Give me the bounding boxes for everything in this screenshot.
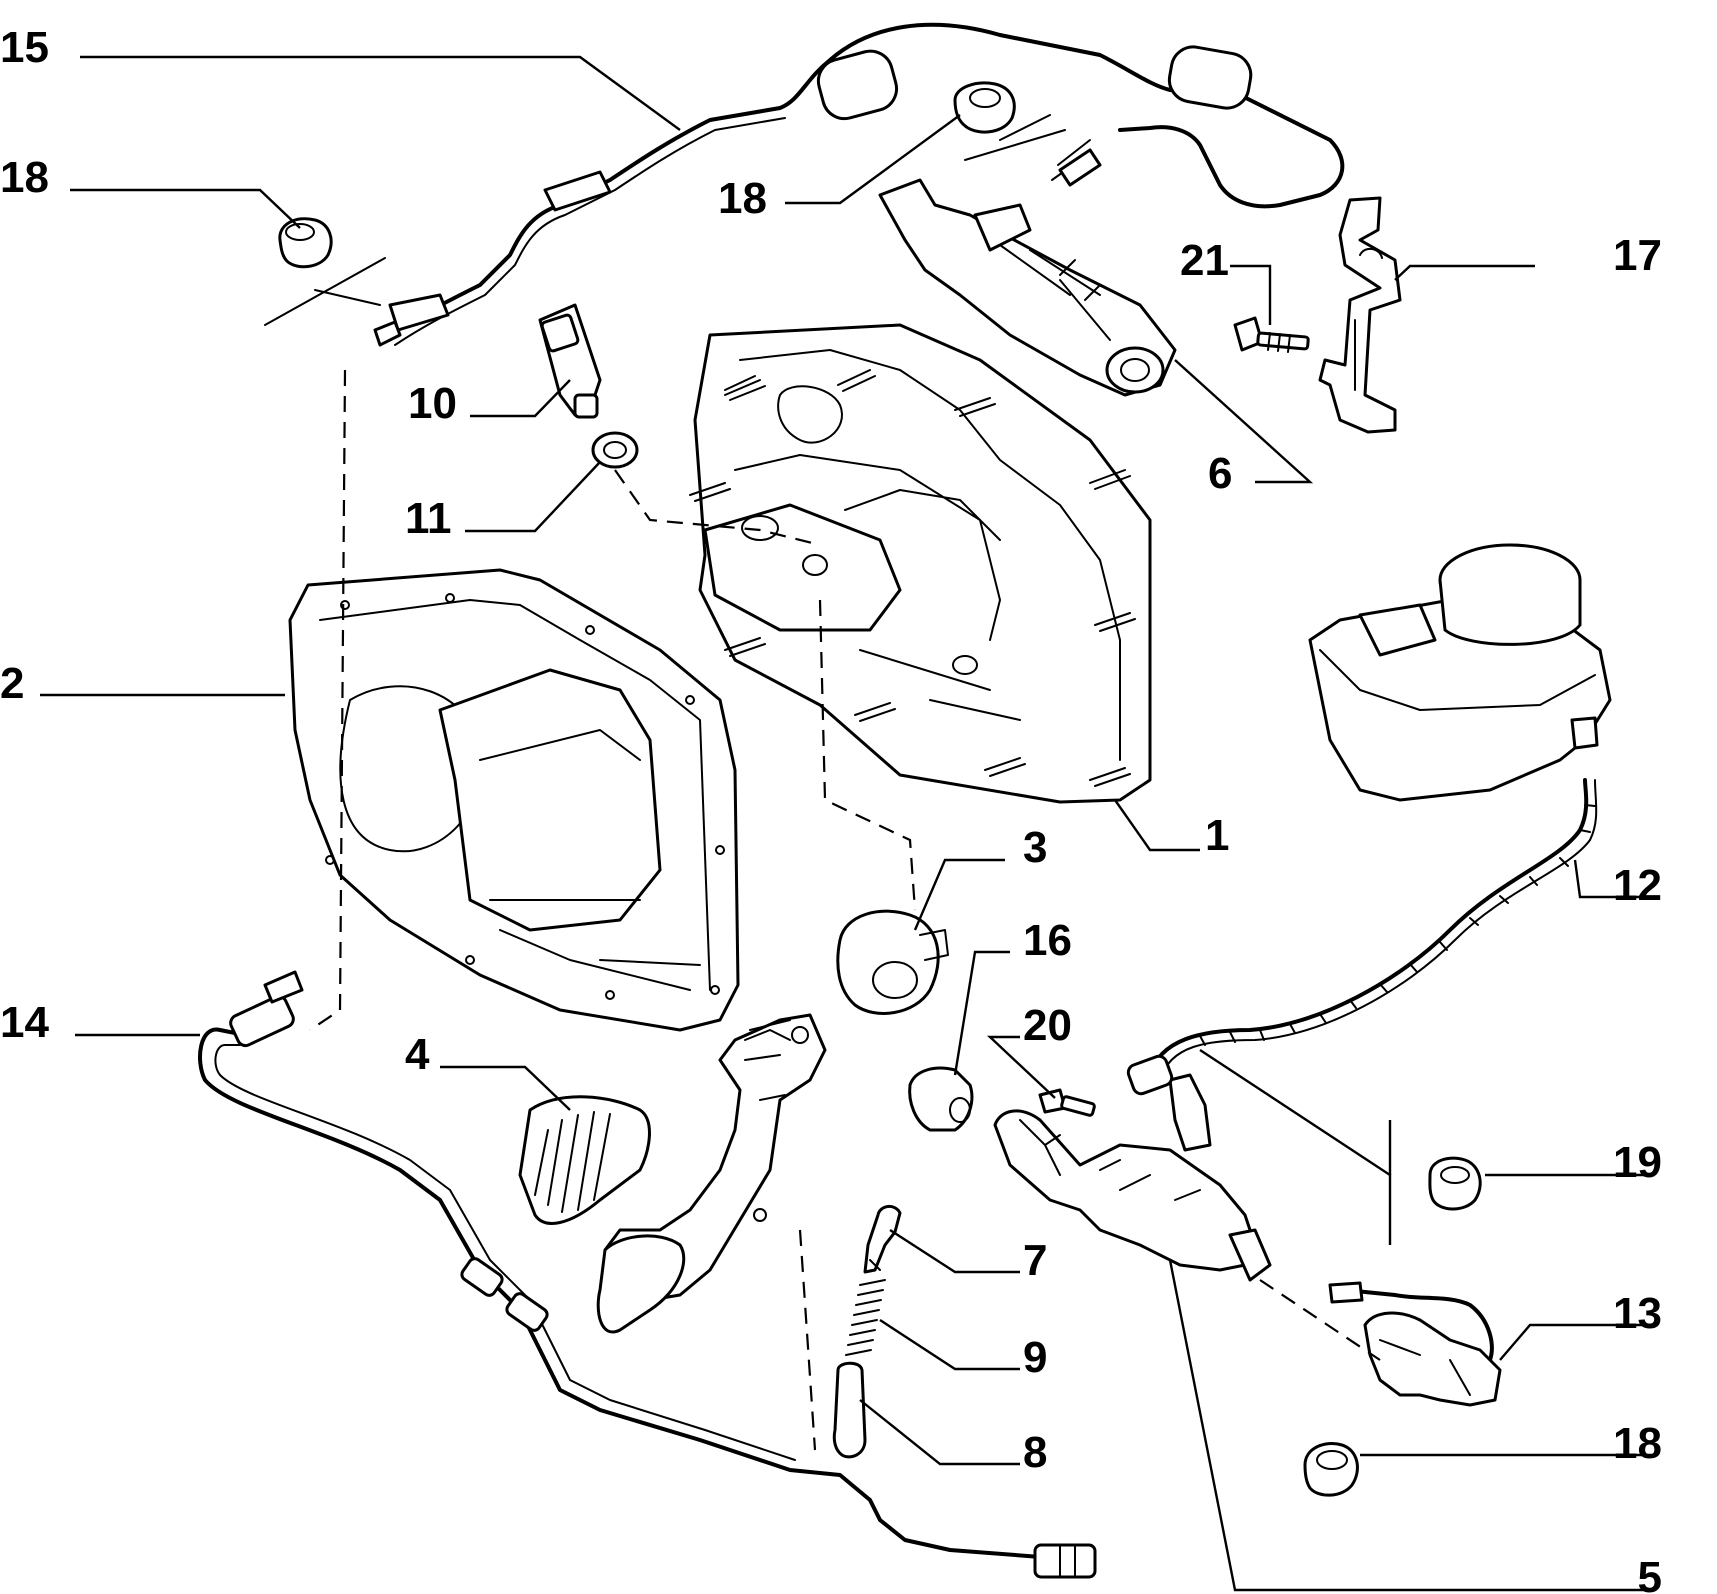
callout-5: 5 [1638, 1553, 1662, 1594]
part-9-spring [845, 1279, 886, 1356]
callout-17: 17 [1613, 231, 1662, 280]
part-12-flexible-hose [1126, 778, 1598, 1096]
callout-15: 15 [0, 23, 49, 72]
fluid-reservoir [1308, 543, 1612, 802]
callout-18-upper-left: 18 [0, 153, 49, 202]
part-2-cover-plate [288, 568, 740, 1032]
callout-11: 11 [405, 494, 452, 543]
callout-12: 12 [1613, 861, 1662, 910]
callout-18-lower-right: 18 [1613, 1419, 1662, 1468]
callout-20: 20 [1023, 1001, 1072, 1050]
callout-18-upper-center: 18 [718, 174, 767, 223]
leader-lines [40, 55, 1655, 1592]
part-19-grommet [1428, 1156, 1482, 1211]
part-18-bushing-upper-left [278, 217, 333, 269]
callout-8: 8 [1023, 1428, 1047, 1477]
part-20-screw [1038, 1088, 1096, 1117]
part-11-seal-ring [591, 431, 639, 469]
part-18-bushing-lower-right [1303, 1442, 1359, 1497]
callout-labels: 15 18 18 21 17 10 11 6 2 1 3 12 16 20 14… [0, 23, 1662, 1594]
part-16-spacer [908, 1066, 974, 1132]
part-18-bushing-upper-center [953, 81, 1016, 134]
part-1-pedal-support [689, 323, 1152, 804]
callout-3: 3 [1023, 823, 1047, 872]
callout-9: 9 [1023, 1333, 1047, 1382]
part-14-lower-hydraulic-pipe [198, 970, 1097, 1579]
part-3-pivot-bushing [836, 909, 949, 1015]
part-8-rod-end [832, 1361, 867, 1459]
part-6-master-cylinder [878, 178, 1177, 397]
callout-2: 2 [0, 659, 24, 708]
callout-14: 14 [0, 998, 49, 1047]
callout-19: 19 [1613, 1138, 1662, 1187]
cut-mark-center [964, 114, 1066, 161]
callout-16: 16 [1023, 916, 1072, 965]
part-10-pedal-sensor [538, 303, 602, 419]
assembly-dashed-lines [309, 369, 1381, 1451]
part-13-fitting [1328, 1281, 1502, 1407]
part-17-bracket [1318, 196, 1402, 434]
callout-6: 6 [1208, 449, 1232, 498]
callout-4: 4 [405, 1030, 430, 1079]
part-4-pedal-pad [518, 1095, 651, 1225]
part-5-master-cylinder [993, 1073, 1272, 1282]
part-7-push-rod [863, 1205, 902, 1274]
callout-13: 13 [1613, 1289, 1662, 1338]
callout-21: 21 [1180, 236, 1229, 285]
callout-7: 7 [1023, 1236, 1047, 1285]
part-15-upper-hydraulic-pipe [373, 22, 1345, 347]
cut-mark-left [264, 257, 386, 326]
callout-1: 1 [1205, 811, 1229, 860]
part-21-bolt [1233, 316, 1310, 353]
callout-10: 10 [408, 379, 457, 428]
pedal-arm [596, 1013, 827, 1334]
